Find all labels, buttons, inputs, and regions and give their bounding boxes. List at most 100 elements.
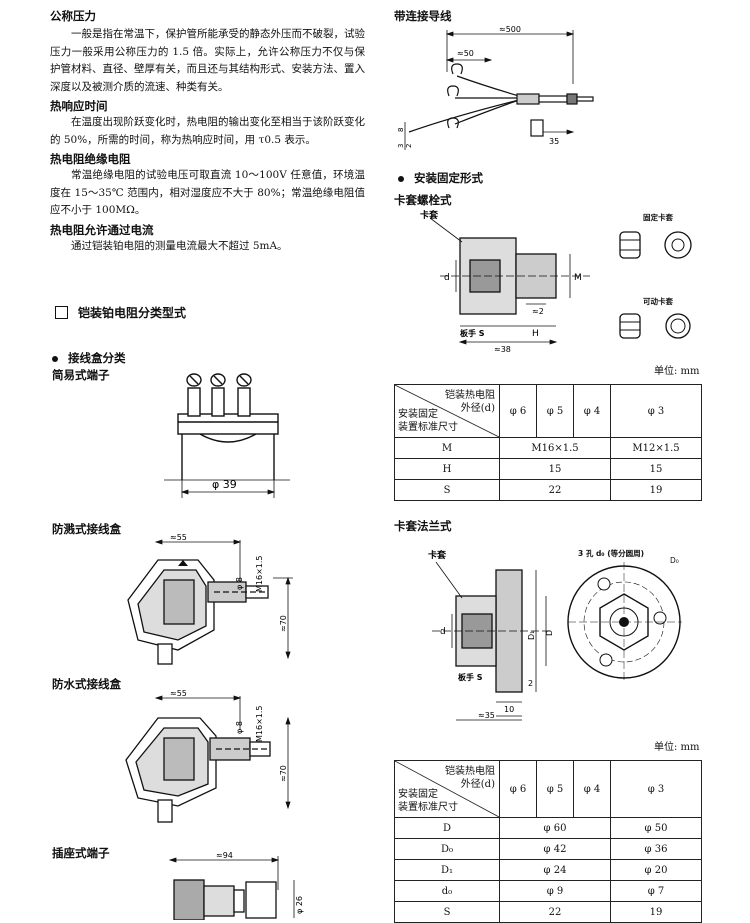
flange-D1: D₁ (527, 631, 536, 640)
bolt-H: H (532, 329, 539, 339)
t2-row-value-a: φ 9 (499, 880, 611, 902)
current-title: 热电阻允许通过电流 (50, 222, 154, 237)
splash-box-label: 防溅式接线盒 (52, 522, 121, 536)
lead-wire-drawing: ≈500 ≈50 35 8 3 2 (397, 25, 594, 150)
checkbox-square-icon (55, 306, 68, 319)
response-time-title: 热响应时间 (50, 99, 108, 113)
t2-col-3: φ 3 (610, 760, 702, 818)
t2-row-value-a: 22 (499, 901, 611, 923)
splash-h70: ≈70 (279, 615, 288, 632)
flange-d10: 10 (504, 705, 514, 714)
lead-d3: 3 (397, 144, 405, 148)
t1-row-value-a: 15 (499, 458, 611, 480)
t1-col-3: φ 3 (610, 384, 702, 438)
t1-col-4: φ 4 (573, 384, 611, 438)
lead-d8: 8 (397, 128, 405, 132)
bolt-wrench: 板手 S (460, 328, 485, 338)
t2-row-value-a: φ 60 (499, 817, 611, 839)
fixed-ferrule-drawing (619, 231, 692, 259)
flange-drawing: 卡套 d D₁ D 板手 S 2 10 ≈35 (428, 549, 554, 721)
t1-header-top: 铠装热电阻 (445, 390, 495, 401)
splash-phi8: φ 8 (235, 577, 244, 590)
plug-w94: ≈94 (216, 851, 233, 860)
simple-terminal-drawing: φ 39 (164, 373, 290, 498)
bullet-icon (398, 175, 404, 182)
t2-row-name: D (394, 817, 500, 839)
t1-header-std: 安装固定 (398, 409, 438, 420)
simple-dim-label: φ 39 (212, 478, 237, 491)
flange-d: d (440, 627, 446, 637)
t2-header-std2: 装置标准尺寸 (398, 802, 458, 813)
nominal-pressure-title: 公称压力 (50, 9, 96, 23)
t1-header-std2: 装置标准尺寸 (398, 422, 458, 433)
t1-header-od: 外径(d) (460, 403, 495, 414)
t2-row-name: D₀ (394, 838, 500, 860)
flange-D: D (545, 630, 554, 636)
unit-label-2: 单位: mm (654, 742, 700, 753)
t1-row-value-b: 15 (610, 458, 702, 480)
insulation-text: 常温绝缘电阻的试验电压可取直流 10～100V 任意值，环境温度在 15～35℃… (50, 169, 365, 216)
bolt-w2: ≈2 (532, 307, 544, 316)
movable-ferrule-drawing (619, 313, 691, 339)
ferrule-label: 卡套 (420, 209, 439, 221)
ferrule-bolt-table: 铠装热电阻 外径(d) 安装固定 装置标准尺寸 φ 6 φ 5 φ 4 φ 3 … (394, 384, 702, 501)
t1-col-5: φ 5 (536, 384, 574, 438)
splash-box-drawing: ≈55 φ 8 M16×1.5 ≈70 (127, 533, 293, 665)
simple-terminal-label: 简易式端子 (52, 368, 110, 382)
insulation-title: 热电阻绝缘电阻 (50, 152, 131, 166)
unit-label-1: 单位: mm (654, 366, 700, 377)
classification-heading: 铠装铂电阻分类型式 (55, 304, 186, 321)
t1-col-6: φ 6 (499, 384, 537, 438)
t2-row-value-a: φ 42 (499, 838, 611, 860)
t2-row-name: D₁ (394, 859, 500, 881)
current-text: 通过铠装铂电阻的测量电流最大不超过 5mA。 (71, 239, 288, 252)
waterproof-phi8: φ 8 (235, 721, 244, 734)
flange-D0-label: D₀ (670, 556, 679, 565)
plug-terminal-label: 插座式端子 (52, 846, 110, 860)
t1-row-name: S (394, 479, 500, 501)
lead-d50: ≈50 (457, 49, 474, 58)
waterproof-box-drawing: ≈55 φ 8 M16×1.5 ≈70 (125, 690, 291, 823)
t2-header-std: 安装固定 (398, 789, 438, 800)
t1-row-value-a: M16×1.5 (499, 437, 611, 459)
t1-row-value-b: M12×1.5 (610, 437, 702, 459)
junction-bullet-text: 接线盒分类 (68, 351, 126, 365)
flange-w35: ≈35 (478, 711, 495, 720)
movable-ferrule-label: 可动卡套 (643, 297, 673, 306)
t2-row-value-b: φ 20 (610, 859, 702, 881)
waterproof-w55: ≈55 (170, 690, 187, 698)
ferrule-bolt-label: 卡套螺栓式 (394, 193, 452, 207)
t2-row-name: d₀ (394, 880, 500, 902)
t1-row-value-b: 19 (610, 479, 702, 501)
flange-d2: 2 (528, 679, 533, 688)
t2-header-top: 铠装热电阻 (445, 766, 495, 777)
t2-col-6: φ 6 (499, 760, 537, 818)
t2-row-value-b: φ 7 (610, 880, 702, 902)
flange-wrench: 板手 S (458, 672, 483, 682)
lead-d35: 35 (549, 137, 559, 146)
bolt-d: d (444, 273, 450, 283)
flange-ferrule-label: 卡套 (428, 549, 447, 561)
bolt-w38: ≈38 (494, 345, 511, 353)
plug-terminal-drawing: ≈94 φ 26 (168, 851, 304, 920)
splash-m16: M16×1.5 (255, 555, 264, 592)
flange-front-view (567, 562, 682, 680)
waterproof-box-label: 防水式接线盒 (52, 677, 121, 691)
t1-row-value-a: 22 (499, 479, 611, 501)
t1-row-name: H (394, 458, 500, 480)
plug-phi26: φ 26 (295, 896, 304, 914)
waterproof-m16: M16×1.5 (255, 705, 264, 742)
lead-wire-title: 带连接导线 (394, 9, 452, 23)
t2-col-4: φ 4 (573, 760, 611, 818)
t1-row-name: M (394, 437, 500, 459)
classification-heading-text: 铠装铂电阻分类型式 (78, 306, 187, 320)
bolt-M: M (574, 273, 582, 283)
fixed-ferrule-label: 固定卡套 (643, 213, 673, 222)
lead-d2: 2 (405, 144, 413, 148)
install-bullet-text: 安装固定形式 (414, 171, 483, 185)
bullet-icon (52, 355, 58, 362)
t2-row-name: S (394, 901, 500, 923)
waterproof-h70: ≈70 (279, 765, 288, 782)
install-bullet: 安装固定形式 (398, 170, 483, 186)
junction-bullet: 接线盒分类 (52, 350, 126, 366)
